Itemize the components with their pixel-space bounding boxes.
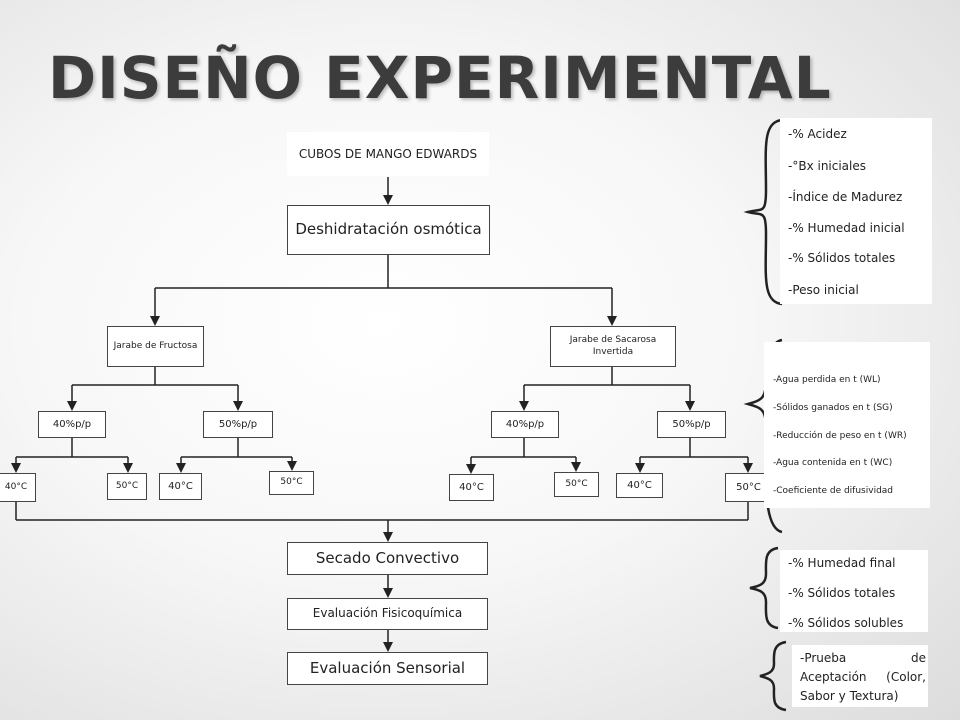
sensory-test-line: -Prueba de [800, 651, 926, 665]
sensory-test-line: Sabor y Textura) [800, 689, 899, 703]
sucrose-syrup-text: Jarabe de Sacarosa Invertida [569, 334, 657, 357]
panel-item: -% Sólidos solubles [788, 616, 904, 630]
concentration-text: 40%p/p [52, 419, 92, 430]
temperature-text: 40°C [459, 482, 484, 493]
panel-item: -Agua perdida en t (WL) [773, 375, 881, 385]
sucrose-syrup-box: Jarabe de Sacarosa Invertida [550, 326, 676, 367]
panel-item: -% Humedad final [788, 556, 896, 570]
concentration-box: 50%p/p [657, 411, 726, 438]
concentration-box: 50%p/p [203, 411, 273, 438]
temperature-box: 50°C [269, 471, 314, 495]
osmotic-dehydration-box: Deshidratación osmótica [287, 205, 490, 255]
fructose-syrup-box: Jarabe de Fructosa [107, 326, 204, 367]
temperature-text: 40°C [627, 480, 652, 491]
convective-drying-text: Secado Convectivo [315, 548, 460, 567]
panel-item: -Agua contenida en t (WC) [773, 458, 893, 468]
temperature-box: 40°C [449, 474, 494, 501]
temperature-box: 40°C [159, 473, 202, 500]
concentration-box: 40%p/p [491, 411, 559, 438]
panel-item: -Sólidos ganados en t (SG) [773, 403, 893, 413]
sensory-eval-box: Evaluación Sensorial [287, 652, 488, 685]
panel-item: -Peso inicial [788, 283, 859, 297]
concentration-text: 50%p/p [218, 419, 258, 430]
temperature-box: 40°C [616, 473, 663, 498]
osmotic-measurements-panel: -Agua perdida en t (WL) -Sólidos ganados… [764, 342, 930, 508]
sensory-test-line: Aceptación (Color, [800, 670, 926, 684]
concentration-text: 40%p/p [505, 419, 545, 430]
sensory-measurements-panel: -Prueba de Aceptación (Color, Sabor y Te… [792, 645, 928, 707]
panel-item: -% Acidez [788, 127, 847, 141]
panel-item: -% Sólidos totales [788, 586, 896, 600]
panel-item: -°Bx iniciales [788, 159, 867, 173]
temperature-text: 50°C [280, 477, 303, 488]
concentration-box: 40%p/p [38, 411, 106, 438]
brace-final [749, 546, 779, 630]
brace-initial [743, 118, 783, 306]
raw-material-text: CUBOS DE MANGO EDWARDS [298, 146, 478, 161]
temperature-text: 40°C [4, 481, 28, 492]
panel-item: -% Sólidos totales [788, 251, 896, 265]
raw-material-label: CUBOS DE MANGO EDWARDS [287, 132, 489, 176]
fructose-syrup-text: Jarabe de Fructosa [113, 340, 198, 351]
temperature-text: 50°C [736, 482, 761, 493]
temperature-box: 40°C [0, 473, 36, 502]
panel-item: -Reducción de peso en t (WR) [773, 431, 907, 441]
panel-item: -Coeficiente de difusividad [773, 486, 894, 496]
osmotic-dehydration-text: Deshidratación osmótica [295, 220, 482, 239]
brace-sensory [759, 640, 787, 712]
concentration-text: 50%p/p [672, 419, 711, 430]
panel-item: -% Humedad inicial [788, 221, 905, 235]
convective-drying-box: Secado Convectivo [287, 542, 488, 575]
temperature-text: 40°C [168, 481, 193, 492]
sensory-eval-text: Evaluación Sensorial [309, 658, 466, 677]
final-measurements-panel: -% Humedad final -% Sólidos totales -% S… [780, 550, 928, 632]
physicochemical-eval-box: Evaluación Fisicoquímica [287, 598, 488, 630]
page-title: DISEÑO EXPERIMENTAL [48, 44, 832, 112]
temperature-box: 50°C [554, 472, 599, 497]
physicochemical-eval-text: Evaluación Fisicoquímica [312, 606, 463, 621]
temperature-text: 50°C [565, 478, 588, 489]
temperature-text: 50°C [115, 480, 139, 491]
initial-measurements-panel: -% Acidez -°Bx iniciales -Índice de Madu… [780, 118, 932, 304]
panel-item: -Índice de Madurez [788, 190, 903, 204]
temperature-box: 50°C [107, 473, 147, 500]
